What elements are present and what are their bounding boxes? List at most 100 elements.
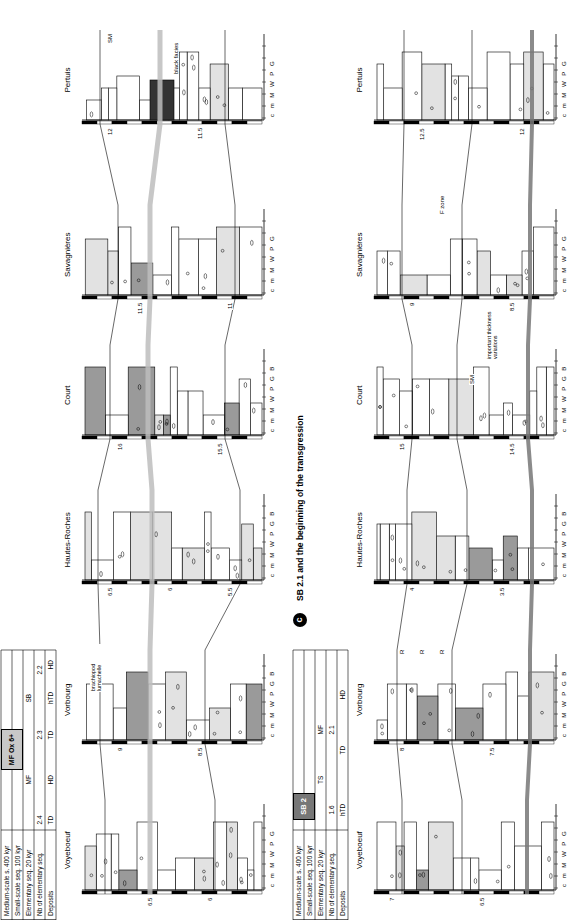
bed [468,88,487,120]
depth-mark: 11 [227,302,234,310]
meter-bar [112,891,127,894]
grain-axis [556,804,557,890]
table-cell: 1.6 [328,804,335,815]
bed [437,536,456,580]
section-name: Voyeboeuf [356,830,365,870]
meter-bar [127,296,142,299]
grain-axis [556,654,557,740]
shell-symbol [411,687,414,692]
annotation: R [439,649,446,655]
bed [402,52,422,120]
grain-tick [262,70,266,71]
shell-symbol [194,725,197,730]
meter-bar [509,741,524,744]
meter-bar [509,581,524,584]
bed [137,822,158,890]
bed [377,822,396,890]
grain-symbol [519,108,522,111]
bed [166,672,187,740]
grain-symbol [542,563,545,566]
table-rule [337,650,338,920]
grain-symbol [422,566,425,569]
grain-tick [554,409,558,410]
grain-tick [262,726,266,727]
log-axis [82,740,264,741]
shell-symbol [507,410,510,415]
meter-bar [247,891,262,894]
bed [384,88,402,120]
panel-letter: c [293,613,307,627]
meter-bar [539,436,554,439]
meter-bar [112,741,127,744]
table-rule [304,650,305,920]
grain-scale: c m M W P G B [561,671,568,738]
grain-tick [262,852,266,853]
meter-bar [419,436,434,439]
grain-symbol [216,711,219,714]
bed [126,672,148,740]
grain-scale: c m M W P G [269,830,276,888]
grain-scale: c m M W P G B [269,366,276,433]
grain-tick [554,542,558,543]
grain-symbol [494,569,497,572]
bed [438,684,455,740]
meter-bar [112,121,127,124]
shell-symbol [454,79,457,84]
meter-bar [157,296,172,299]
shell-symbol [222,880,225,885]
bed [217,227,240,295]
meter-bar [82,296,97,299]
bed [188,391,203,435]
grain-tick [262,245,266,246]
grain-symbol [137,428,140,431]
grain-symbol [430,107,433,110]
meter-bar [157,581,172,584]
table-rule [326,650,327,920]
bed [254,822,262,890]
correlation-line [452,30,472,894]
grain-scale: c m M W P G [561,235,568,293]
meter-bar [217,581,232,584]
table-header: Small-scale seq. 100 kyr [14,844,21,917]
grain-symbol [454,97,457,100]
meter-bar [82,581,97,584]
grain-tick [262,385,266,386]
grain-tick [262,864,266,865]
table-rule [12,650,13,920]
meter-bar [202,581,217,584]
bed [109,88,117,120]
grain-tick [554,726,558,727]
depth-mark: 3.5 [499,587,506,597]
depth-mark: 9 [409,302,416,307]
shell-symbol [177,684,180,689]
grain-axis [264,804,265,890]
grain-axis [264,494,265,580]
bed [429,379,448,435]
grain-symbol [516,284,519,287]
grain-symbol [223,104,226,107]
grain-axis [556,494,557,580]
meter-bar [157,741,172,744]
meter-bar [464,296,479,299]
meter-bar [217,296,232,299]
meter-bar [374,436,389,439]
bed [113,708,126,740]
grain-tick [554,221,558,222]
meter-bar [112,296,127,299]
bed [153,275,172,295]
depth-mark: 6.5 [147,897,154,907]
depth-mark: 15.5 [217,442,224,456]
bed [210,64,228,120]
meter-bar [172,296,187,299]
shell-symbol [548,856,551,861]
grain-tick [262,397,266,398]
shell-symbol [155,532,158,537]
grain-symbol [172,706,175,709]
bed [518,696,529,740]
table-cell: SB [25,693,32,704]
shell-symbol [431,409,434,414]
shell-symbol [489,692,492,697]
meter-bar [97,121,112,124]
bed [211,548,230,580]
bed [203,415,224,435]
